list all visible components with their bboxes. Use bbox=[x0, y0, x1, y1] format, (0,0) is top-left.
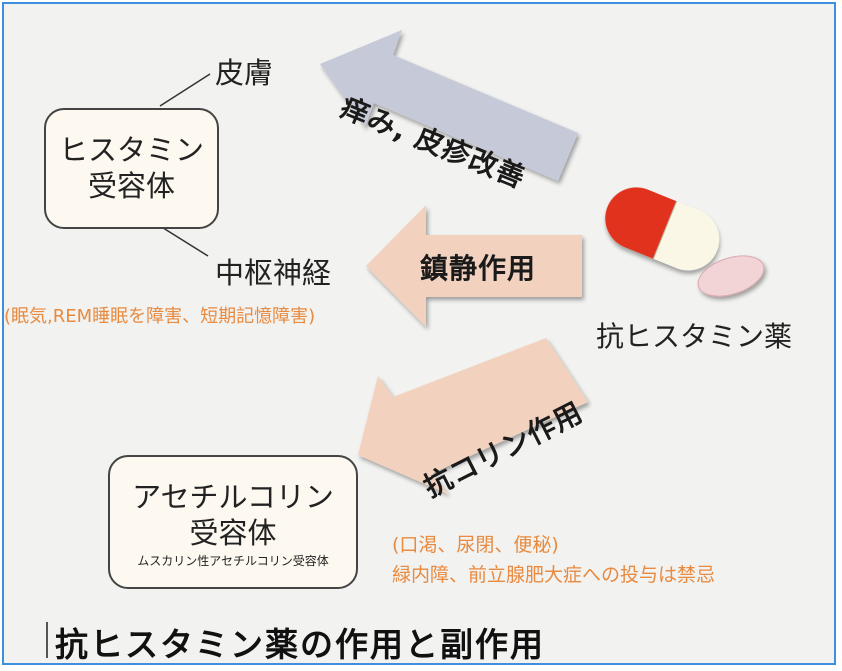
anticholinergic-effects-line1: (口渇、尿閉、便秘) bbox=[392, 534, 559, 556]
target-skin: 皮膚 bbox=[215, 56, 274, 90]
acetylcholine-receptor-sub: ムスカリン性アセチルコリン受容体 bbox=[137, 554, 329, 568]
title-marker bbox=[46, 622, 48, 658]
connector-skin bbox=[159, 73, 211, 107]
capsule-icon bbox=[605, 187, 720, 271]
arrow-anticholinergic bbox=[358, 338, 588, 494]
cns-side-effects: (眠気,REM睡眠を障害、短期記憶障害) bbox=[4, 306, 316, 327]
acetylcholine-receptor-line2: 受容体 bbox=[189, 516, 277, 550]
drug-label: 抗ヒスタミン薬 bbox=[596, 320, 793, 353]
arrow-itch bbox=[320, 30, 578, 181]
arrow-sedation bbox=[366, 205, 582, 327]
tablet-icon bbox=[697, 255, 765, 297]
arrow-sedation-label: 鎮静作用 bbox=[420, 252, 537, 285]
target-cns: 中枢神経 bbox=[215, 256, 332, 290]
anticholinergic-effects-line2: 緑内障、前立腺肥大症への投与は禁忌 bbox=[392, 564, 716, 586]
acetylcholine-receptor-box: アセチルコリン 受容体 ムスカリン性アセチルコリン受容体 bbox=[108, 455, 358, 589]
histamine-receptor-line2: 受容体 bbox=[87, 169, 175, 203]
page-title: 抗ヒスタミン薬の作用と副作用 bbox=[55, 625, 545, 664]
histamine-receptor-line1: ヒスタミン bbox=[58, 133, 204, 167]
acetylcholine-receptor-line1: アセチルコリン bbox=[132, 480, 334, 514]
histamine-receptor-box: ヒスタミン 受容体 bbox=[44, 108, 219, 229]
connector-cns bbox=[159, 225, 209, 257]
